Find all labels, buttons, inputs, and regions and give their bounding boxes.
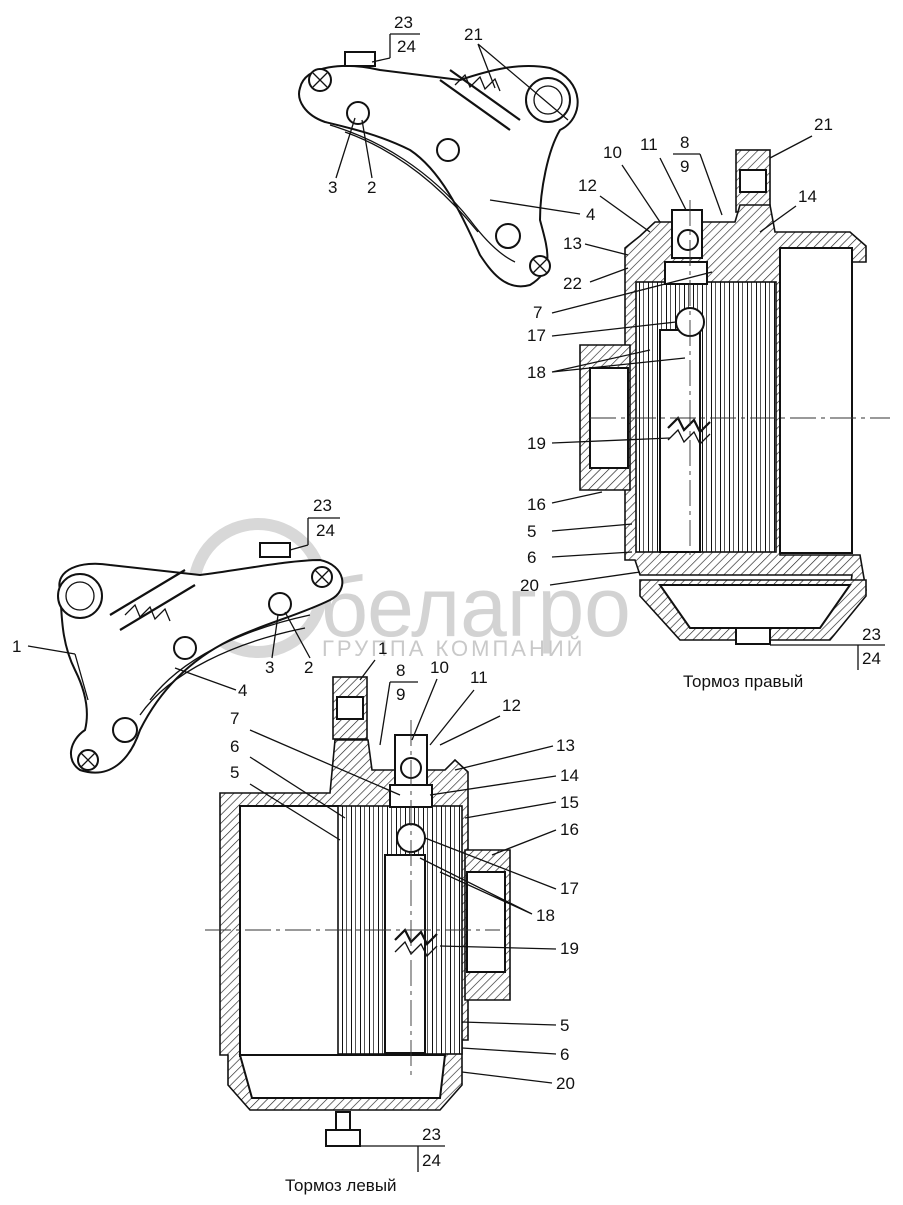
label: 1 — [378, 639, 387, 658]
label: 9 — [680, 157, 689, 176]
label: 12 — [502, 696, 521, 715]
label: 2 — [367, 178, 376, 197]
label: 8 — [396, 661, 405, 680]
label: 21 — [464, 25, 483, 44]
label: 8 — [680, 133, 689, 152]
label: 23 — [862, 625, 881, 644]
label: 4 — [586, 205, 595, 224]
left-brake-spring — [394, 928, 438, 946]
left-bracket-pin — [268, 592, 292, 616]
label: 24 — [862, 649, 881, 668]
top-bracket-assembly — [298, 51, 579, 288]
label: 24 — [316, 521, 335, 540]
label: 17 — [527, 326, 546, 345]
top-bracket-bolt-head — [344, 51, 376, 67]
right-brake-spring — [667, 416, 711, 434]
left-bracket-pivot — [57, 573, 103, 619]
label: 10 — [603, 143, 622, 162]
label: 7 — [230, 709, 239, 728]
label: 18 — [536, 906, 555, 925]
right-brake-pressure-plate — [659, 329, 701, 553]
label: 5 — [560, 1016, 569, 1035]
label: 22 — [563, 274, 582, 293]
label: 6 — [230, 737, 239, 756]
label: 1 — [12, 637, 21, 656]
top-bracket-pivot — [525, 77, 571, 123]
label: 14 — [560, 766, 579, 785]
right-brake-assembly — [579, 149, 890, 645]
label: 23 — [422, 1125, 441, 1144]
watermark-subtitle: ГРУППА КОМПАНИЙ — [322, 636, 586, 661]
label: 18 — [527, 363, 546, 382]
left-brake-labels: 1 8 9 10 11 12 7 13 14 6 5 15 16 17 18 1… — [230, 639, 579, 1195]
label: 23 — [394, 13, 413, 32]
right-brake-disc-pack — [635, 281, 777, 553]
label: 14 — [798, 187, 817, 206]
left-bracket-band — [149, 614, 311, 701]
left-brake-pressure-plate — [384, 854, 426, 1054]
label: 7 — [533, 303, 542, 322]
label: 23 — [313, 496, 332, 515]
label: 5 — [230, 763, 239, 782]
left-bracket-bolt-head — [259, 542, 291, 558]
label: 11 — [640, 135, 658, 154]
label: 5 — [527, 522, 536, 541]
label: 15 — [560, 793, 579, 812]
top-bracket-labels: 23 24 21 3 2 4 — [328, 13, 595, 224]
right-brake-drain-bolt — [735, 627, 771, 645]
left-brake-assembly — [205, 676, 511, 1147]
label: 24 — [397, 37, 416, 56]
watermark: белагро ГРУППА КОМПАНИЙ — [188, 518, 631, 661]
label: 9 — [396, 685, 405, 704]
label: 20 — [556, 1074, 575, 1093]
label: 19 — [527, 434, 546, 453]
left-bracket-labels: 23 24 1 3 2 4 — [12, 496, 340, 701]
label: 6 — [527, 548, 536, 567]
label: 6 — [560, 1045, 569, 1064]
label: 13 — [556, 736, 575, 755]
label: 16 — [560, 820, 579, 839]
left-brake-caption: Тормоз левый — [285, 1176, 397, 1195]
label: 3 — [328, 178, 337, 197]
label: 10 — [430, 658, 449, 677]
left-bracket-assembly — [57, 542, 344, 774]
right-brake-labels: 21 8 9 10 11 14 12 13 22 7 17 18 19 16 5… — [520, 115, 885, 691]
label: 4 — [238, 681, 247, 700]
left-bracket-spring — [109, 569, 196, 631]
label: 16 — [527, 495, 546, 514]
top-bracket-pin — [346, 101, 370, 125]
label: 24 — [422, 1151, 441, 1170]
label: 3 — [265, 658, 274, 677]
left-brake-drain-bolt — [325, 1129, 361, 1147]
label: 21 — [814, 115, 833, 134]
label: 19 — [560, 939, 579, 958]
label: 17 — [560, 879, 579, 898]
label: 13 — [563, 234, 582, 253]
watermark-brand: белагро — [320, 560, 631, 654]
label: 2 — [304, 658, 313, 677]
label: 11 — [470, 668, 488, 687]
right-brake-caption: Тормоз правый — [683, 672, 803, 691]
label: 20 — [520, 576, 539, 595]
label: 12 — [578, 176, 597, 195]
